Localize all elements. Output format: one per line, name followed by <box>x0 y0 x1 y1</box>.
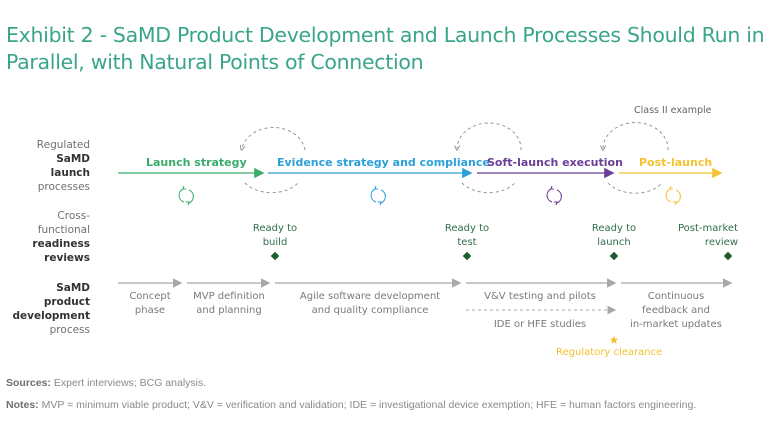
notes-label: Notes: <box>6 399 39 411</box>
dev-step-mvp: MVP definition and planning <box>186 290 272 318</box>
feedback-loop-2 <box>457 122 522 194</box>
feedback-loop-3 <box>603 122 669 194</box>
exhibit-title: Exhibit 2 - SaMD Product Development and… <box>6 23 765 74</box>
feedback-loop-1 <box>242 127 306 194</box>
sources-text: Expert interviews; BCG analysis. <box>50 377 207 389</box>
star-icon <box>610 336 618 344</box>
phase-label-post-launch: Post-launch <box>639 156 713 169</box>
notes-note: Notes: MVP = minimum viable product; V&V… <box>6 399 696 411</box>
regulatory-clearance-label: Regulatory clearance <box>556 347 663 358</box>
row-label-reviews: Cross- functional readiness reviews <box>0 209 90 265</box>
row-label-development: SaMD product development process <box>0 281 91 337</box>
review-text: Ready to <box>444 223 490 234</box>
row-label-line: process <box>49 324 90 336</box>
dev-step-concept: Concept phase <box>122 290 178 318</box>
review-text: Ready to <box>591 223 637 234</box>
cycle-icon <box>665 185 681 206</box>
review-diamond <box>462 251 472 261</box>
phase-label-soft-launch: Soft-launch execution <box>487 156 623 169</box>
sources-note: Sources: Expert interviews; BCG analysis… <box>6 377 206 389</box>
dev-step-text: in-market updates <box>630 319 722 330</box>
dev-step-text: and planning <box>196 305 262 316</box>
dev-step-text: Concept <box>129 291 171 302</box>
review-post-market: Post-market review <box>672 222 738 250</box>
review-text: build <box>262 237 288 248</box>
sources-label: Sources: <box>6 377 51 389</box>
row-label-line: SaMD <box>56 153 90 165</box>
review-diamond <box>723 251 733 261</box>
row-label-line: Regulated <box>36 139 90 151</box>
cycle-icon <box>370 185 386 206</box>
review-text: launch <box>597 237 631 248</box>
dev-step-text: Agile software development <box>299 291 441 302</box>
dev-step-agile: Agile software development and quality c… <box>295 290 445 318</box>
dev-step-continuous: Continuous feedback and in-market update… <box>622 290 730 332</box>
review-text: Post-market <box>677 223 738 234</box>
cycle-icon <box>178 185 194 206</box>
review-ready-to-launch: Ready to launch <box>587 222 641 250</box>
dev-step-text: Continuous <box>647 291 705 302</box>
review-text: Ready to <box>252 223 298 234</box>
dev-step-text: and quality compliance <box>311 305 429 316</box>
dev-step-vv: V&V testing and pilots <box>475 290 605 304</box>
review-text: test <box>457 237 477 248</box>
row-label-line: processes <box>37 181 90 193</box>
row-label-line: product <box>43 296 90 308</box>
review-text: review <box>704 237 738 248</box>
row-label-line: Cross- <box>57 210 90 222</box>
review-diamond <box>609 251 619 261</box>
row-label-launch: Regulated SaMD launch processes <box>0 138 90 194</box>
row-label-line: readiness <box>32 238 90 250</box>
dev-step-text: phase <box>134 305 166 316</box>
dev-step-ide-hfe: IDE or HFE studies <box>493 319 587 330</box>
dev-step-text: feedback and <box>642 305 710 316</box>
cycle-icon <box>546 185 562 206</box>
notes-text: MVP = minimum viable product; V&V = veri… <box>38 399 697 411</box>
row-label-line: reviews <box>44 252 90 264</box>
row-label-line: launch <box>50 167 90 179</box>
class-example-label: Class II example <box>634 105 712 116</box>
review-ready-to-test: Ready to test <box>440 222 494 250</box>
row-label-line: functional <box>37 224 90 236</box>
review-diamond <box>270 251 280 261</box>
review-ready-to-build: Ready to build <box>248 222 302 250</box>
phase-label-evidence-strategy: Evidence strategy and compliance <box>277 156 490 169</box>
row-label-line: development <box>12 310 91 322</box>
dev-step-text: MVP definition <box>193 291 265 302</box>
row-label-line: SaMD <box>56 282 90 294</box>
dev-step-text: V&V testing and pilots <box>484 291 596 302</box>
phase-label-launch-strategy: Launch strategy <box>146 156 247 169</box>
